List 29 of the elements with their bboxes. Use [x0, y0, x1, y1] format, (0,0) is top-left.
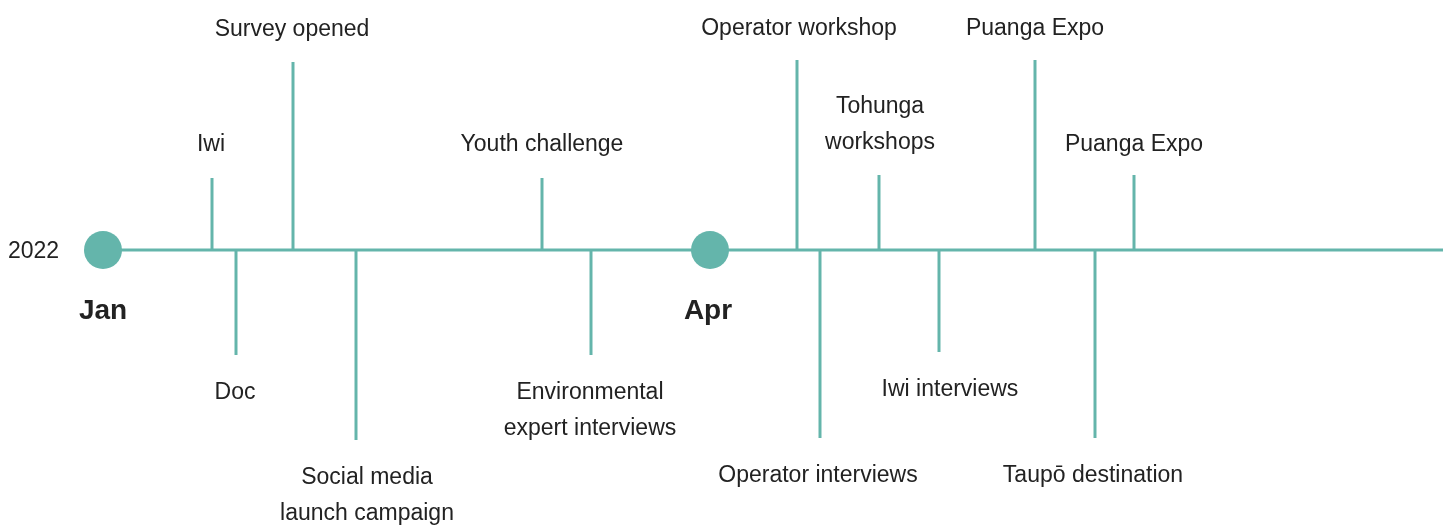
- event-label: Youth challenge: [427, 125, 657, 178]
- tick-line: [1093, 250, 1097, 438]
- event-label: Puanga Expo: [950, 9, 1120, 60]
- tick-line: [291, 62, 295, 250]
- event-label: Survey opened: [182, 10, 402, 62]
- year-label: 2022: [8, 236, 60, 264]
- tick-line: [937, 250, 941, 352]
- tick-line: [210, 178, 214, 250]
- month-label: Jan: [78, 293, 128, 327]
- event-label: Operator workshop: [674, 9, 924, 60]
- event-label: Operator interviews: [688, 438, 948, 492]
- event-label: Puanga Expo: [1049, 125, 1219, 175]
- event-label: Iwi interviews: [850, 352, 1050, 406]
- month-label: Apr: [683, 293, 733, 327]
- event-label: Social media launch campaign: [272, 440, 462, 529]
- tick-line: [589, 250, 593, 355]
- event-label: Tohunga workshops: [795, 87, 965, 175]
- tick-line: [1033, 60, 1037, 250]
- tick-line: [540, 178, 544, 250]
- tick-line: [234, 250, 238, 355]
- event-label: Iwi: [171, 125, 251, 178]
- event-label: Doc: [195, 355, 275, 409]
- tick-line: [795, 60, 799, 250]
- tick-line: [1132, 175, 1136, 250]
- event-label: Environmental expert interviews: [490, 355, 690, 445]
- tick-line: [354, 250, 358, 440]
- tick-line: [877, 175, 881, 250]
- event-label: Taupō destination: [973, 438, 1213, 492]
- tick-line: [818, 250, 822, 438]
